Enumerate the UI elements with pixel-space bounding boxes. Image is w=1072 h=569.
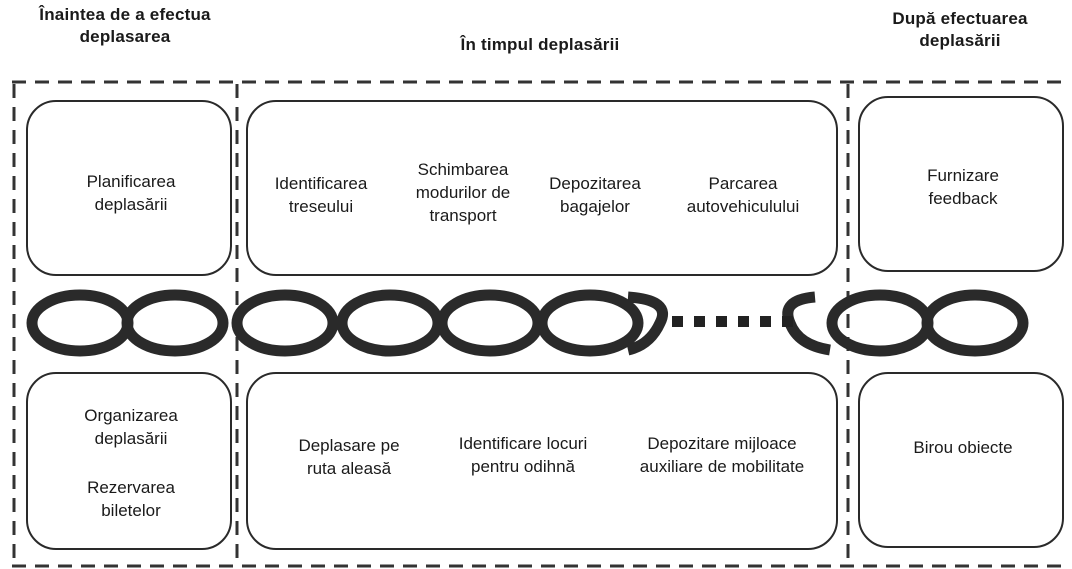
chain-link-1	[26, 289, 134, 357]
chain-link-right-2	[921, 289, 1029, 357]
chain	[26, 289, 1029, 357]
box-organization: Organizarea deplasării Rezervarea bilete…	[26, 372, 232, 550]
chain-broken-end-right	[782, 291, 832, 356]
label-vehicle-parking: Parcarea autovehiculului	[686, 174, 800, 216]
label-feedback: Furnizare feedback	[927, 166, 999, 208]
chain-link-6	[536, 289, 644, 357]
label-travel-chosen-route: Deplasare pe ruta aleasă	[298, 436, 400, 478]
ellipsis-dot	[782, 316, 793, 327]
label-ticket-booking: Rezervarea biletelor	[87, 478, 175, 520]
ellipsis-dot	[672, 316, 683, 327]
label-rest-places: Identificare locuri pentru odihnă	[458, 434, 588, 476]
chain-link-4	[336, 289, 444, 357]
chain-link-right-1	[826, 289, 934, 357]
chain-link-3	[231, 289, 339, 357]
label-luggage-storage: Depozitarea bagajelor	[549, 174, 641, 216]
label-transport-mode-change: Schimbarea modurilor de transport	[415, 160, 511, 225]
label-planning: Planificarea deplasării	[86, 172, 176, 214]
label-organization: Organizarea deplasării	[84, 406, 178, 448]
box-during-top: Identificarea treseului Schimbarea modur…	[246, 100, 838, 276]
label-route-identification: Identificarea treseului	[274, 174, 368, 216]
box-feedback: Furnizare feedback	[858, 96, 1064, 272]
box-planning: Planificarea deplasării	[26, 100, 232, 276]
box-during-bottom: Deplasare pe ruta aleasă Identificare lo…	[246, 372, 838, 550]
label-lost-objects: Birou obiecte	[913, 438, 1013, 457]
ellipsis-dot	[760, 316, 771, 327]
label-mobility-aids-storage: Depozitare mijloace auxiliare de mobilit…	[639, 434, 805, 476]
header-after-trip: După efectuarea deplasării	[892, 9, 1028, 50]
ellipsis-dot	[694, 316, 705, 327]
chain-link-2	[121, 289, 229, 357]
chain-link-5	[436, 289, 544, 357]
header-before-trip: Înaintea de a efectua deplasarea	[39, 5, 211, 46]
header-during-trip: În timpul deplasării	[460, 35, 620, 54]
ellipsis-dot	[716, 316, 727, 327]
box-lost-objects: Birou obiecte	[858, 372, 1064, 548]
chain-broken-end-left	[626, 291, 668, 356]
chain-ellipsis	[672, 316, 793, 327]
ellipsis-dot	[738, 316, 749, 327]
